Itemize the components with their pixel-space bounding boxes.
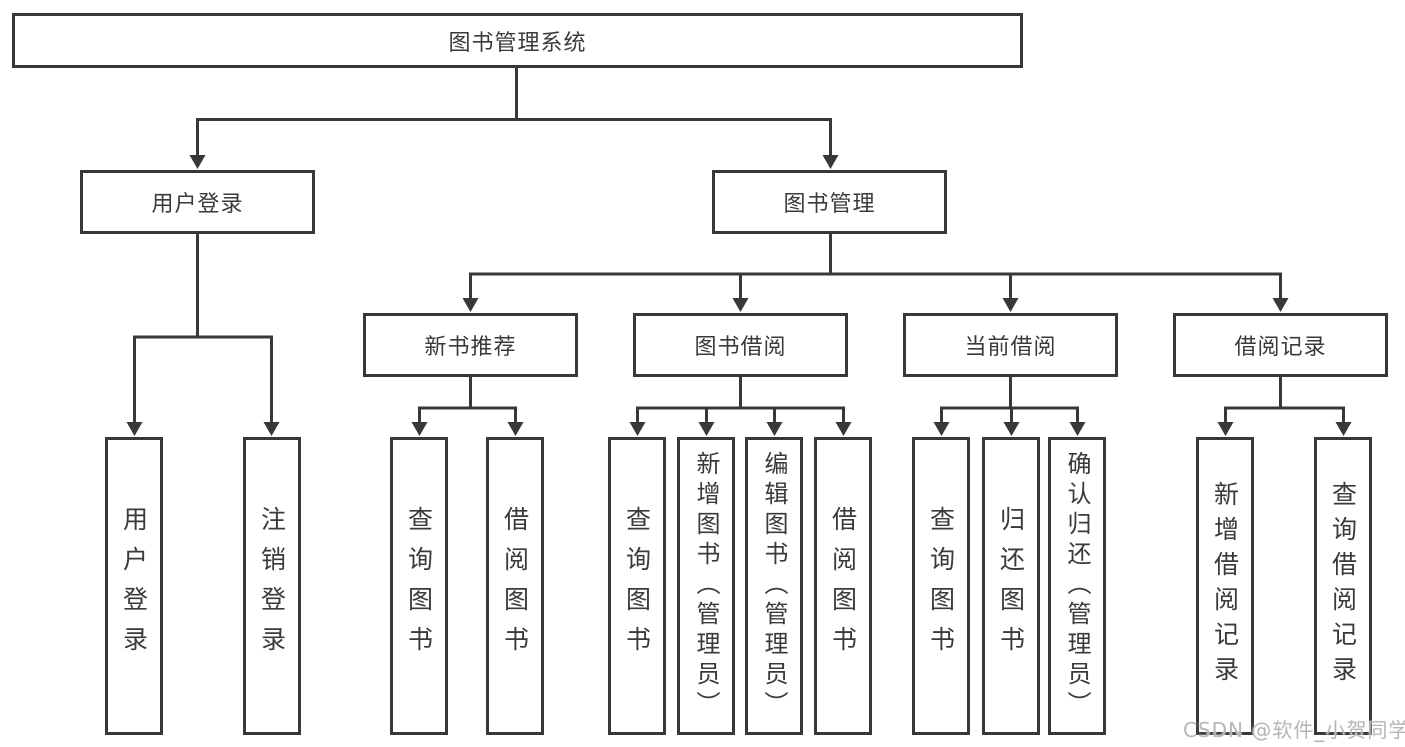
leaf-query-books-recommendation: 查询图书 bbox=[390, 437, 448, 735]
node-label: 图书管理 bbox=[783, 192, 876, 217]
node-library-management-system: 图书管理系统 bbox=[12, 13, 1023, 68]
leaf-borrow-books: 借阅图书 bbox=[814, 437, 872, 735]
leaf-add-books-admin: 新增图书（管理员） bbox=[677, 437, 735, 735]
node-label: 查询图书 bbox=[404, 506, 434, 666]
leaf-query-borrow-record: 查询借阅记录 bbox=[1314, 437, 1372, 735]
leaf-return-books: 归还图书 bbox=[982, 437, 1040, 735]
node-label: 新增借阅记录 bbox=[1210, 481, 1240, 691]
leaf-borrow-books-recommendation: 借阅图书 bbox=[486, 437, 544, 735]
leaf-edit-books-admin: 编辑图书（管理员） bbox=[745, 437, 803, 735]
node-label: 用户登录 bbox=[119, 506, 149, 666]
leaf-query-books-current: 查询图书 bbox=[912, 437, 970, 735]
node-label: 新书推荐 bbox=[424, 335, 517, 360]
leaf-confirm-return-admin: 确认归还（管理员） bbox=[1048, 437, 1106, 735]
leaf-query-books-borrowing: 查询图书 bbox=[608, 437, 666, 735]
node-label: 编辑图书（管理员） bbox=[760, 451, 788, 721]
leaf-logout: 注销登录 bbox=[243, 437, 301, 735]
node-label: 借阅记录 bbox=[1234, 335, 1327, 360]
leaf-user-login: 用户登录 bbox=[105, 437, 163, 735]
node-label: 注销登录 bbox=[257, 506, 287, 666]
node-label: 图书借阅 bbox=[694, 335, 787, 360]
node-label: 新增图书（管理员） bbox=[692, 451, 720, 721]
csdn-watermark: CSDN @软件_小贺同学 bbox=[1183, 718, 1405, 742]
node-book-management: 图书管理 bbox=[712, 170, 947, 234]
node-book-borrowing: 图书借阅 bbox=[633, 313, 848, 377]
node-label: 借阅图书 bbox=[828, 506, 858, 666]
node-label: 确认归还（管理员） bbox=[1063, 451, 1091, 721]
node-label: 图书管理系统 bbox=[448, 30, 587, 56]
node-borrowing-records: 借阅记录 bbox=[1173, 313, 1388, 377]
node-label: 借阅图书 bbox=[500, 506, 530, 666]
node-label: 归还图书 bbox=[996, 506, 1026, 666]
node-new-book-recommendation: 新书推荐 bbox=[363, 313, 578, 377]
node-label: 查询图书 bbox=[622, 506, 652, 666]
node-label: 当前借阅 bbox=[964, 335, 1057, 360]
node-label: 查询借阅记录 bbox=[1328, 481, 1358, 691]
leaf-add-borrow-record: 新增借阅记录 bbox=[1196, 437, 1254, 735]
node-current-borrowing: 当前借阅 bbox=[903, 313, 1118, 377]
node-user-login: 用户登录 bbox=[80, 170, 315, 234]
node-label: 用户登录 bbox=[151, 192, 244, 217]
node-label: 查询图书 bbox=[926, 506, 956, 666]
